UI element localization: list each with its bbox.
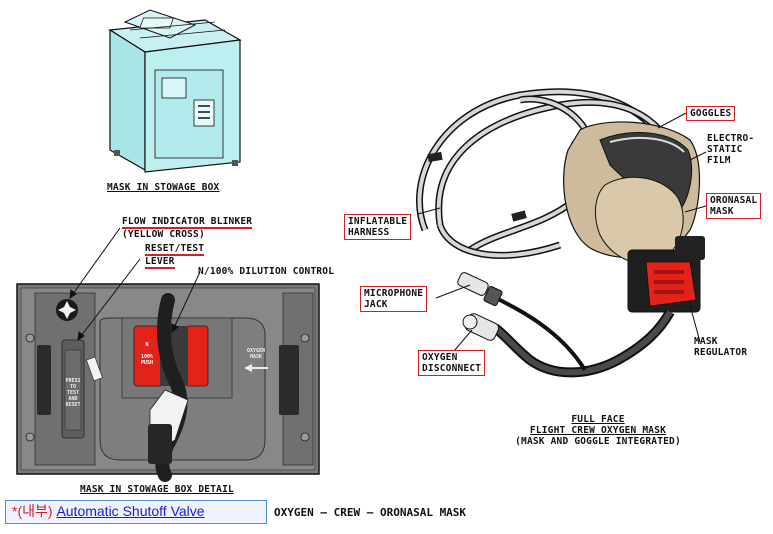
oxygen-disconnect-fitting bbox=[462, 313, 500, 341]
inflatable-line1: INFLATABLE bbox=[348, 216, 408, 227]
fullface-line3: (MASK AND GOGGLE INTEGRATED) bbox=[515, 436, 681, 447]
regulator-line2: REGULATOR bbox=[694, 347, 748, 358]
press-test-line1: PRESS bbox=[65, 378, 81, 384]
oronasal-line1: ORONASAL bbox=[710, 195, 758, 206]
press-to-test-text: PRESS TO TEST AND RESET bbox=[64, 378, 82, 408]
inflatable-line2: HARNESS bbox=[348, 227, 390, 238]
mask-regulator-label: MASK REGULATOR bbox=[694, 336, 747, 358]
oxygen-line2: DISCONNECT bbox=[422, 363, 482, 374]
goggles-callout: GOGGLES bbox=[686, 106, 736, 121]
dilution-control-label: N/100% DILUTION CONTROL bbox=[198, 266, 335, 277]
electrostatic-line3: FILM bbox=[707, 155, 731, 166]
stowage-box-caption: MASK IN STOWAGE BOX bbox=[107, 182, 220, 193]
link-prefix: *(내부) bbox=[12, 503, 53, 519]
stowage-box-detail-panel bbox=[16, 283, 320, 482]
reset-line2: LEVER bbox=[145, 256, 175, 269]
full-face-caption: FULL FACE FLIGHT CREW OXYGEN MASK (MASK … bbox=[478, 414, 718, 447]
page-footer-title: OXYGEN – CREW – ORONASAL MASK bbox=[274, 506, 467, 519]
press-test-line5: RESET bbox=[65, 402, 81, 408]
push-100-text: 100% PUSH bbox=[136, 354, 158, 366]
microphone-jack-callout: MICROPHONE JACK bbox=[360, 286, 428, 312]
fullface-line2: FLIGHT CREW OXYGEN MASK bbox=[529, 425, 667, 436]
fullface-line1: FULL FACE bbox=[571, 414, 625, 425]
microphone-line1: MICROPHONE bbox=[364, 288, 424, 299]
oronasal-mask-callout: ORONASAL MASK bbox=[706, 193, 762, 219]
oxygen-mask-line1: OXYGEN bbox=[246, 348, 266, 354]
flow-indicator-line1: FLOW INDICATOR BLINKER bbox=[122, 216, 253, 229]
detail-leader-lines bbox=[69, 227, 201, 342]
n-selector-text: N bbox=[145, 342, 149, 348]
microphone-line2: JACK bbox=[364, 299, 388, 310]
electrostatic-line1: ELECTRO- bbox=[707, 133, 755, 144]
flow-indicator-label: FLOW INDICATOR BLINKER (YELLOW CROSS) bbox=[122, 216, 253, 240]
electrostatic-film-label: ELECTRO- STATIC FILM bbox=[707, 133, 754, 166]
push-line2: PUSH bbox=[140, 360, 154, 366]
oronasal-line2: MASK bbox=[710, 206, 734, 217]
reset-line1: RESET/TEST bbox=[145, 243, 205, 256]
inflatable-harness-callout: INFLATABLE HARNESS bbox=[344, 214, 412, 240]
automatic-shutoff-valve-link[interactable]: Automatic Shutoff Valve bbox=[56, 503, 205, 519]
oxygen-mask-line2: MASK bbox=[249, 354, 263, 360]
microphone-jack-plug bbox=[457, 272, 503, 307]
oxygen-disconnect-callout: OXYGEN DISCONNECT bbox=[418, 350, 486, 376]
automatic-shutoff-valve-link-box: *(내부) Automatic Shutoff Valve bbox=[5, 500, 267, 524]
oxygen-line1: OXYGEN bbox=[422, 352, 458, 363]
regulator-line1: MASK bbox=[694, 336, 718, 347]
detail-caption: MASK IN STOWAGE BOX DETAIL bbox=[80, 484, 234, 495]
oxygen-mask-panel-text: OXYGEN MASK bbox=[240, 348, 272, 360]
press-test-line2: TO bbox=[69, 384, 77, 390]
full-face-mask-illustration bbox=[416, 88, 705, 378]
stowage-box-illustration bbox=[108, 9, 242, 173]
flow-indicator-line2: (YELLOW CROSS) bbox=[122, 229, 205, 240]
press-test-line3: TEST bbox=[66, 390, 80, 396]
push-line1: 100% bbox=[140, 354, 154, 360]
press-test-line4: AND bbox=[68, 396, 78, 402]
reset-test-label: RESET/TEST LEVER bbox=[145, 243, 205, 269]
electrostatic-line2: STATIC bbox=[707, 144, 743, 155]
